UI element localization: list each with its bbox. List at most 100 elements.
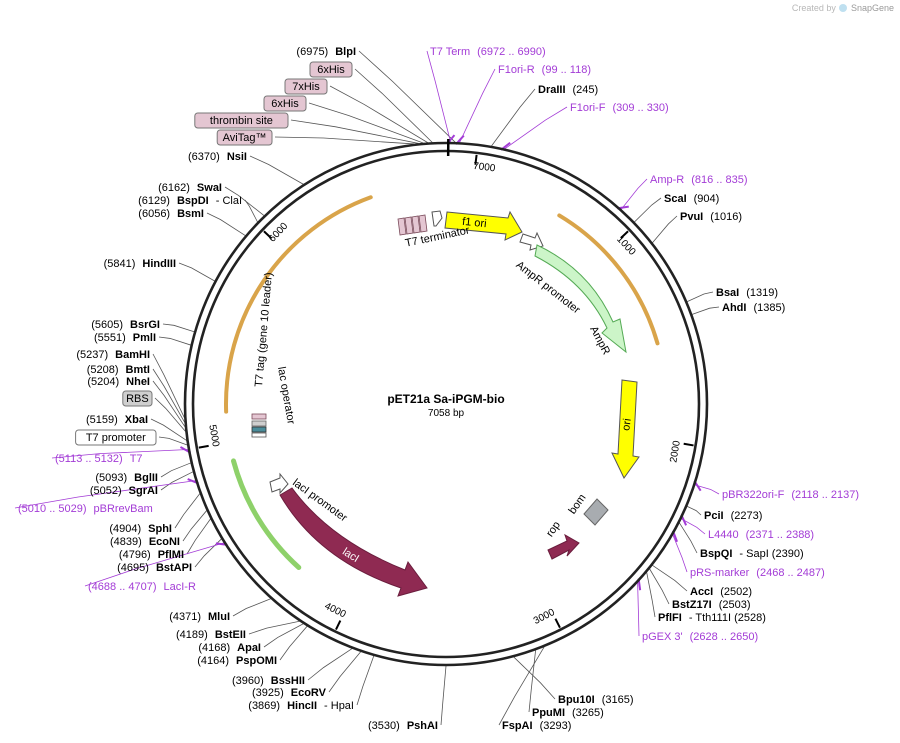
leader-line xyxy=(232,598,271,617)
ruler-tick-4000 xyxy=(335,620,342,631)
promoter-label: T7 promoter xyxy=(86,432,146,444)
label-text: T7 Term xyxy=(430,46,470,58)
leader-line xyxy=(354,68,433,143)
ruler-tick-label: 2000 xyxy=(668,439,683,463)
enzyme-site-label: (5605)BsrGI xyxy=(91,319,160,331)
leader-line xyxy=(224,186,265,216)
label-tail: (1016) xyxy=(710,211,742,223)
label-text: (6975) xyxy=(296,46,328,58)
leader-line xyxy=(634,197,662,223)
bom-box xyxy=(583,498,609,526)
label-text: (4904) xyxy=(109,523,141,535)
leader-line xyxy=(182,510,207,542)
leader-line xyxy=(244,199,258,223)
enzyme-name: AccI xyxy=(690,586,713,598)
enzyme-site-label: (5551) PmlI xyxy=(94,332,156,344)
backbone-ring xyxy=(183,141,709,667)
enzyme-site-label: (5237)BamHI xyxy=(76,349,150,361)
tag-label: 6xHis xyxy=(271,98,299,110)
label-tail: pBRrevBam xyxy=(94,503,153,515)
feature-label-ori: ori xyxy=(620,418,634,432)
enzyme-site-label: (6975)BlpI xyxy=(296,46,356,58)
enzyme-name: PspOMI xyxy=(236,655,277,667)
tag-marker-2 xyxy=(411,215,421,234)
enzyme-name: SphI xyxy=(148,523,172,535)
enzyme-name: BsrGI xyxy=(130,319,160,331)
label-tail: LacI-R xyxy=(164,581,196,593)
enzyme-name: DraIII xyxy=(538,84,566,96)
leader-line xyxy=(263,623,304,648)
leader-line xyxy=(290,119,419,144)
leader-line xyxy=(459,68,496,143)
leader-line xyxy=(504,106,568,150)
enzyme-site-label: (6056)BsmI xyxy=(138,208,204,220)
enzyme-site-label: (5208)BmtI xyxy=(87,364,150,376)
enzyme-name: BstAPI xyxy=(156,562,192,574)
ruler-tick-label: 7000 xyxy=(472,161,496,175)
enzyme-site-label: AhdI(1385) xyxy=(722,302,785,314)
t7-terminator-marker xyxy=(431,210,443,227)
label-tail: (2502) xyxy=(720,586,752,598)
label-text: (5841) xyxy=(104,258,136,270)
leader-line xyxy=(637,582,640,637)
enzyme-site-label: BspQI- SapI (2390) xyxy=(700,548,804,560)
cluster-t7-promoter xyxy=(251,432,267,438)
enzyme-site-label: PciI(2273) xyxy=(704,510,762,522)
ruler-tick-label: 6000 xyxy=(267,220,291,244)
plasmid-length: 7058 bp xyxy=(428,408,465,419)
tag-marker-1 xyxy=(404,216,414,235)
label-tail: - ClaI xyxy=(216,195,242,207)
enzyme-name: BssHII xyxy=(271,675,305,687)
enzyme-name: PciI xyxy=(704,510,724,522)
primer-label: F1ori-R(99 .. 118) xyxy=(498,64,591,76)
enzyme-name: BglII xyxy=(134,472,158,484)
label-text: (4796) xyxy=(119,549,151,561)
leader-line xyxy=(528,650,537,713)
label-tail: - Tth111I (2528) xyxy=(689,612,766,624)
ampr-arc xyxy=(557,213,660,346)
label-text: (6056) xyxy=(138,208,170,220)
leader-line xyxy=(440,665,447,726)
enzyme-name: BstEII xyxy=(215,629,246,641)
leader-line xyxy=(158,336,191,346)
tag-marker-0 xyxy=(397,217,407,236)
enzyme-name: BamHI xyxy=(115,349,150,361)
label-text: (5208) xyxy=(87,364,119,376)
label-text: (4371) xyxy=(169,611,201,623)
enzyme-site-label: (5841)HindIII xyxy=(104,258,176,270)
enzyme-site-label: (4839)EcoNI xyxy=(110,536,180,548)
leader-line xyxy=(652,564,688,592)
enzyme-name: ApaI xyxy=(237,642,261,654)
enzyme-site-label: (4168)ApaI xyxy=(198,642,261,654)
label-text: (5010 .. 5029) xyxy=(18,503,87,515)
enzyme-name: PflFI xyxy=(658,612,682,624)
tag-label-box xyxy=(263,95,307,112)
label-text: (6129) xyxy=(138,195,170,207)
leader-line xyxy=(194,538,222,568)
leader-line xyxy=(174,493,201,529)
enzyme-name: SwaI xyxy=(197,182,222,194)
leader-line xyxy=(154,397,186,432)
enzyme-name: BspDI xyxy=(177,195,209,207)
enzyme-site-label: (5159)XbaI xyxy=(86,414,148,426)
enzyme-site-label: (4189)BstEII xyxy=(176,629,246,641)
label-tail: (2628 .. 2650) xyxy=(690,631,759,643)
enzyme-site-label: (4164)PspOMI xyxy=(197,655,277,667)
leader-line xyxy=(152,368,185,423)
feature-label-rop: rop xyxy=(544,519,563,539)
lower-left-arc xyxy=(230,458,302,570)
enzyme-name: PmlI xyxy=(133,332,156,344)
enzyme-site-label: (4796)PflMI xyxy=(119,549,184,561)
label-text: (5551) xyxy=(94,332,126,344)
label-tail: (3293) xyxy=(540,720,572,732)
ruler-tick-1000 xyxy=(620,230,629,239)
label-text: (5052) xyxy=(90,485,122,497)
enzyme-site-label: (5093)BglII xyxy=(95,472,158,484)
leader-line xyxy=(692,306,720,315)
enzyme-site-label: (4904) SphI xyxy=(109,523,172,535)
promoter-label-box xyxy=(75,429,157,446)
leader-line xyxy=(652,215,678,243)
backbone-inner-strand xyxy=(191,149,701,659)
leader-line xyxy=(356,655,375,706)
